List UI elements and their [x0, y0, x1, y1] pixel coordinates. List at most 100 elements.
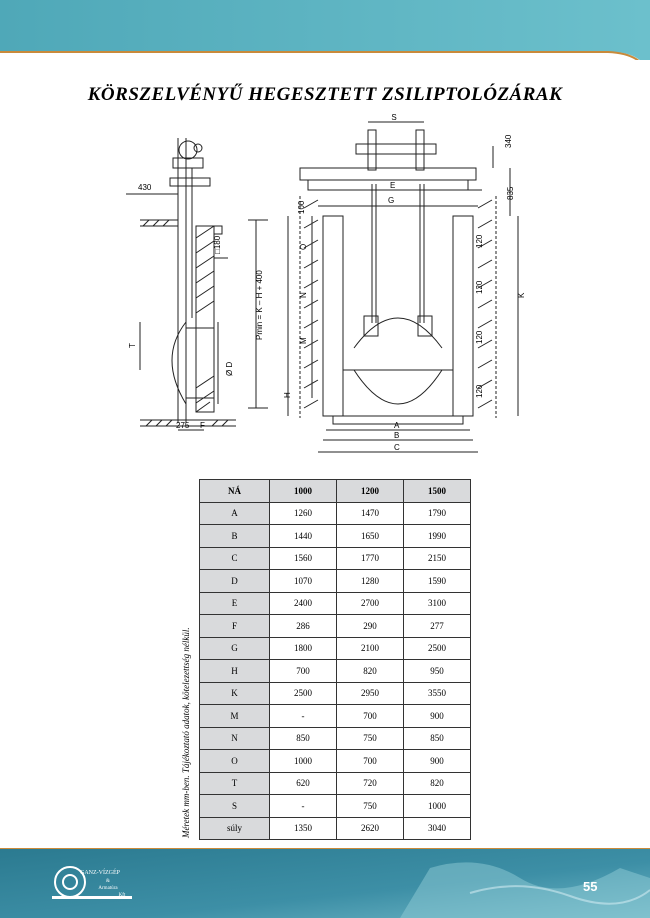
value-cell: 2500	[403, 636, 471, 660]
value-cell: 1470	[336, 501, 404, 525]
value-cell: 950	[403, 659, 471, 683]
value-cell: 1440	[269, 524, 337, 548]
footer-band	[0, 848, 650, 918]
value-cell: 850	[269, 726, 337, 750]
logo-text-4: Kft	[119, 893, 126, 898]
value-cell: -	[269, 704, 337, 728]
value-cell: 820	[403, 771, 471, 795]
value-cell: 820	[336, 659, 404, 683]
dim-label-A: A	[394, 421, 400, 430]
table-header-cell: 1000	[269, 479, 337, 503]
value-cell: 1000	[269, 749, 337, 773]
row-label-cell: F	[199, 614, 270, 638]
value-cell: 1800	[269, 636, 337, 660]
row-label-cell: N	[199, 726, 270, 750]
dim-label-430: 430	[138, 183, 152, 192]
value-cell: 1260	[269, 501, 337, 525]
value-cell: 750	[336, 794, 404, 818]
technical-drawing: S 340 835 E G 100 430 □180 Pmin = K – H …	[126, 113, 526, 453]
row-label-cell: E	[199, 591, 270, 615]
value-cell: 700	[336, 704, 404, 728]
logo-text-1: GANZ-VÍZGÉP	[80, 868, 121, 876]
value-cell: 700	[269, 659, 337, 683]
front-view	[287, 121, 519, 453]
value-cell: -	[269, 794, 337, 818]
value-cell: 3550	[403, 681, 471, 705]
row-label-cell: O	[199, 749, 270, 773]
row-label-cell: súly	[199, 816, 270, 840]
dim-label-G: G	[388, 196, 394, 205]
value-cell: 1770	[336, 546, 404, 570]
dim-label-F: F	[200, 421, 205, 430]
dim-label-K: K	[517, 292, 526, 298]
value-cell: 2500	[269, 681, 337, 705]
dim-label-M: M	[299, 337, 308, 344]
value-cell: 1790	[403, 501, 471, 525]
value-cell: 700	[336, 749, 404, 773]
value-cell: 2700	[336, 591, 404, 615]
dim-label-100: 100	[297, 200, 306, 214]
row-label-cell: T	[199, 771, 270, 795]
dim-label-E: E	[390, 181, 395, 190]
table-header-row: NÁ 1000 1200 1500	[199, 479, 471, 503]
dim-label-pmin: Pmin = K – H + 400	[255, 270, 264, 340]
row-label-cell: G	[199, 636, 270, 660]
dim-label-275: 275	[176, 421, 190, 430]
value-cell: 2100	[336, 636, 404, 660]
dim-label-C: C	[394, 443, 400, 452]
value-cell: 1560	[269, 546, 337, 570]
dim-label-T: T	[128, 343, 137, 348]
table-header-cell: NÁ	[199, 479, 270, 503]
value-cell: 1280	[336, 569, 404, 593]
row-label-cell: B	[199, 524, 270, 548]
dim-label-120-b: 120	[475, 280, 484, 294]
value-cell: 286	[269, 614, 337, 638]
value-cell: 2150	[403, 546, 471, 570]
value-cell: 1350	[269, 816, 337, 840]
row-label-cell: A	[199, 501, 270, 525]
dim-label-340: 340	[504, 134, 513, 148]
logo-text-3: Armatúra	[98, 886, 118, 891]
value-cell: 900	[403, 749, 471, 773]
value-cell: 1650	[336, 524, 404, 548]
value-cell: 2400	[269, 591, 337, 615]
row-label-cell: C	[199, 546, 270, 570]
value-cell: 750	[336, 726, 404, 750]
page-number: 55	[583, 879, 598, 894]
row-label-cell: D	[199, 569, 270, 593]
row-label-cell: S	[199, 794, 270, 818]
value-cell: 290	[336, 614, 404, 638]
dim-label-N: N	[299, 292, 308, 298]
dim-label-S: S	[391, 113, 396, 122]
table-header-cell: 1200	[336, 479, 404, 503]
measurement-note: Méretek mm-ben. Tájékoztató adatok, köte…	[181, 627, 191, 838]
dim-label-120-a: 120	[475, 234, 484, 248]
header-band	[0, 0, 650, 60]
dim-label-H: H	[283, 392, 292, 398]
logo-text-2: &	[106, 879, 110, 884]
value-cell: 850	[403, 726, 471, 750]
dim-label-180: □180	[213, 235, 222, 254]
table-header-cell: 1500	[403, 479, 471, 503]
dim-label-120-d: 120	[475, 384, 484, 398]
row-label-cell: H	[199, 659, 270, 683]
value-cell: 3100	[403, 591, 471, 615]
value-cell: 1000	[403, 794, 471, 818]
row-label-cell: K	[199, 681, 270, 705]
value-cell: 720	[336, 771, 404, 795]
value-cell: 2950	[336, 681, 404, 705]
row-label-cell: M	[199, 704, 270, 728]
value-cell: 3040	[403, 816, 471, 840]
